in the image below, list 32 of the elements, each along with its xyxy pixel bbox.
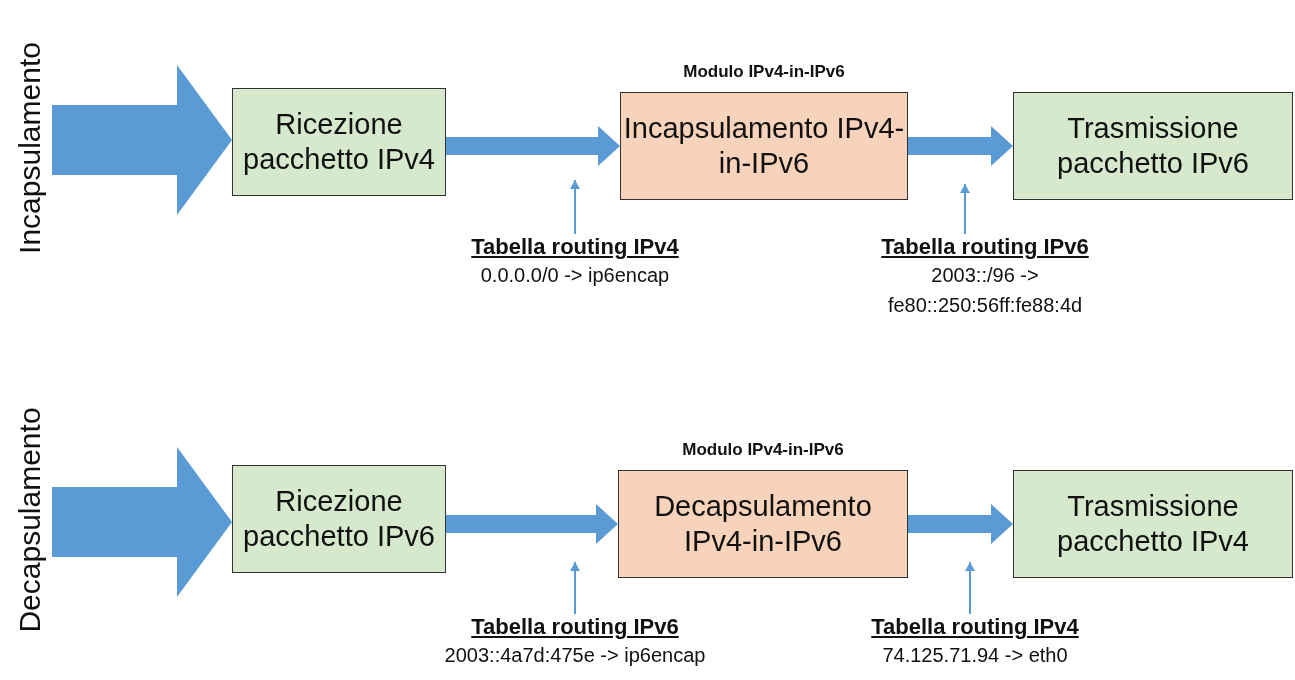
module-heading: Modulo IPv4-in-IPv6 bbox=[681, 440, 845, 460]
row-label: Incapsulamento bbox=[13, 42, 47, 254]
module-heading: Modulo IPv4-in-IPv6 bbox=[682, 62, 846, 82]
box-text: Trasmissione pacchetto IPv6 bbox=[1056, 111, 1250, 181]
route-entry: 0.0.0.0/0 -> ip6encap bbox=[480, 263, 670, 288]
arrow bbox=[570, 561, 580, 615]
table-heading: Tabella routing IPv4 bbox=[871, 614, 1079, 640]
block-arrow bbox=[52, 447, 232, 597]
route-entry: 2003::4a7d:475e -> ip6encap bbox=[444, 643, 706, 668]
block-arrow bbox=[908, 126, 1013, 166]
box-text: Ricezione pacchetto IPv4 bbox=[242, 107, 436, 177]
block-arrow bbox=[908, 504, 1013, 544]
table-heading: Tabella routing IPv6 bbox=[881, 234, 1089, 260]
block-arrow bbox=[446, 504, 618, 544]
row-label: Decapsulamento bbox=[13, 407, 47, 633]
route-entry: 2003::/96 -> fe80::250:56ff:fe88:4d bbox=[886, 263, 1084, 318]
arrow bbox=[965, 561, 975, 615]
table-heading: Tabella routing IPv4 bbox=[471, 234, 679, 260]
table-heading: Tabella routing IPv6 bbox=[471, 614, 679, 640]
arrow bbox=[960, 183, 970, 235]
arrow bbox=[570, 179, 580, 235]
box-text: Trasmissione pacchetto IPv4 bbox=[1056, 489, 1250, 559]
box-text: Ricezione pacchetto IPv6 bbox=[242, 484, 436, 554]
box-text: Incapsulamento IPv4-in-IPv6 bbox=[622, 111, 906, 181]
block-arrow bbox=[52, 65, 232, 215]
block-arrow bbox=[446, 126, 620, 166]
process-box bbox=[232, 465, 446, 573]
route-entry: 74.125.71.94 -> eth0 bbox=[882, 643, 1068, 668]
process-box bbox=[232, 88, 446, 196]
process-box bbox=[1013, 470, 1293, 578]
box-text: Decapsulamento IPv4-in-IPv6 bbox=[653, 489, 873, 559]
process-box bbox=[1013, 92, 1293, 200]
